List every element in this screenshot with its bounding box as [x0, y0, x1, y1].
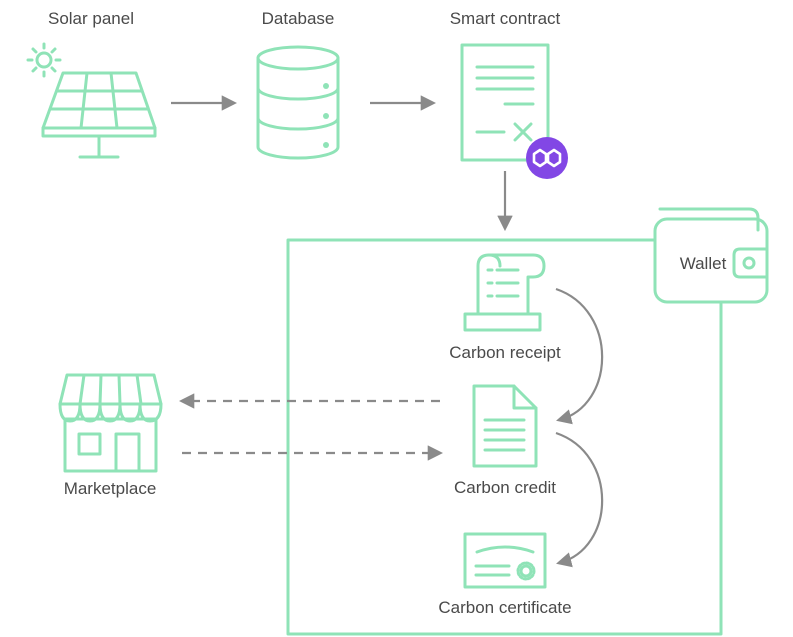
- certificate-icon: [463, 532, 547, 589]
- carbon-receipt-label: Carbon receipt: [449, 343, 561, 362]
- wallet-label: Wallet: [680, 254, 727, 273]
- polygon-logo-icon: [526, 137, 568, 179]
- database-icon: [256, 45, 340, 160]
- solar-panel-icon: [26, 42, 157, 159]
- marketplace-label: Marketplace: [64, 479, 157, 498]
- arrow-receipt-to-credit: [555, 287, 604, 425]
- contract-document-icon: [460, 43, 550, 162]
- solar-panel-label: Solar panel: [48, 9, 134, 28]
- arrow-credit-to-certificate: [555, 431, 604, 568]
- receipt-scroll-icon: [463, 253, 546, 332]
- carbon-certificate-label: Carbon certificate: [438, 598, 571, 617]
- carbon-credit-label: Carbon credit: [454, 478, 556, 497]
- database-label: Database: [262, 9, 335, 28]
- storefront-icon: [58, 373, 163, 473]
- smart-contract-label: Smart contract: [450, 9, 561, 28]
- wallet-container-box: [286, 238, 723, 636]
- wallet-icon: [653, 207, 769, 304]
- document-icon: [472, 384, 538, 468]
